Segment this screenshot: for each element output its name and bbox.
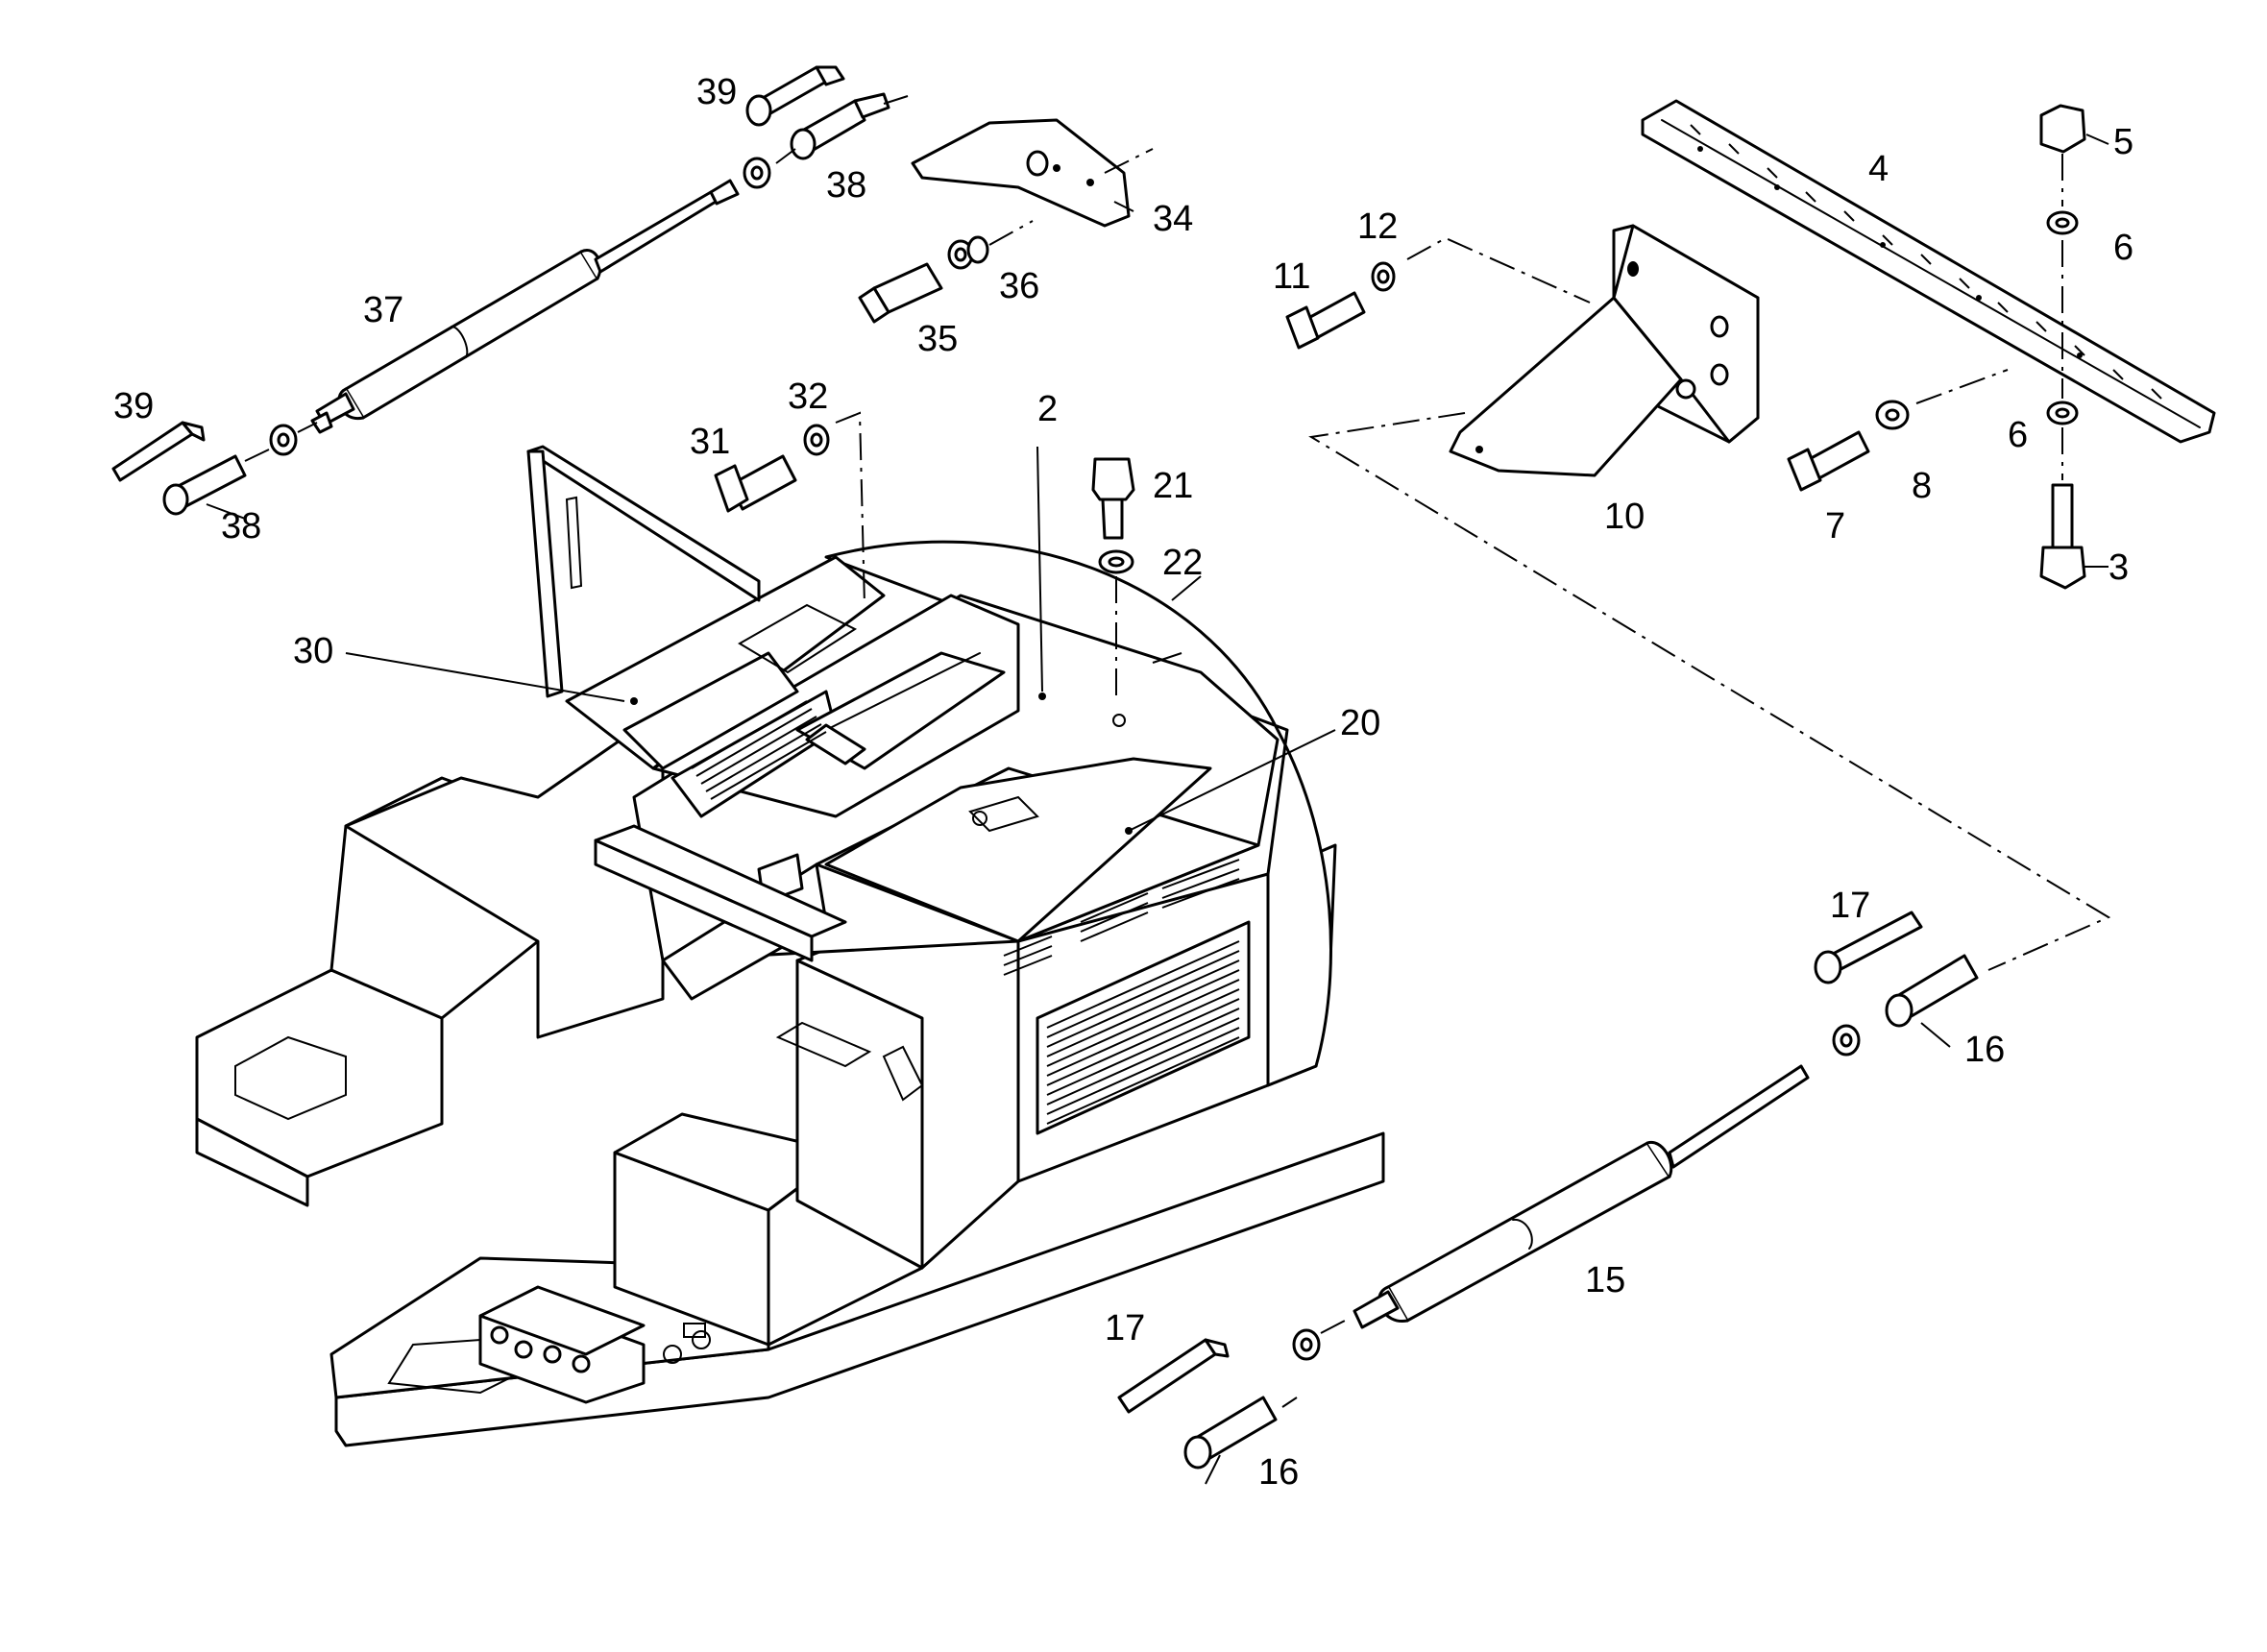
callout-12: 12 [1357, 206, 1398, 247]
callout-8: 8 [1912, 466, 1932, 506]
callout-39b: 39 [113, 386, 154, 426]
callout-17b: 17 [1105, 1308, 1145, 1348]
callout-36: 36 [999, 266, 1039, 306]
callout-7: 7 [1825, 506, 1845, 547]
callout-labels: 39 38 34 36 35 37 39 38 31 32 2 21 22 30… [113, 72, 2133, 1493]
callout-21: 21 [1153, 466, 1193, 506]
bolt-3-stack [2039, 104, 2086, 590]
callout-39a: 39 [696, 72, 737, 112]
callout-6b: 6 [2008, 415, 2028, 455]
rail-4 [1641, 99, 2216, 444]
callout-35: 35 [917, 319, 958, 359]
bolt-11 [1285, 236, 1591, 350]
gas-strut-lower [1117, 911, 1979, 1470]
callout-6a: 6 [2113, 228, 2133, 268]
callout-30: 30 [293, 631, 333, 671]
machine-body [195, 445, 1385, 1447]
leader-lines [206, 134, 2109, 1485]
bolt-31 [714, 411, 865, 606]
callout-16a: 16 [1964, 1030, 2005, 1070]
callout-10: 10 [1604, 497, 1645, 537]
callout-22: 22 [1162, 543, 1203, 583]
callout-20: 20 [1340, 703, 1380, 743]
bracket-34 [858, 118, 1154, 324]
callout-11: 11 [1273, 256, 1310, 297]
callout-4: 4 [1868, 149, 1889, 189]
callout-5: 5 [2113, 122, 2133, 162]
callout-17a: 17 [1830, 886, 1870, 926]
radiator-grille [1036, 920, 1251, 1135]
callout-3: 3 [2109, 547, 2129, 588]
callout-15: 15 [1585, 1260, 1625, 1300]
callout-2: 2 [1037, 389, 1058, 429]
callout-37: 37 [363, 290, 403, 330]
bracket-10 [1449, 224, 1760, 477]
gas-strut-upper [111, 65, 909, 516]
callout-31: 31 [690, 422, 730, 462]
perforated-vent [691, 700, 827, 800]
callout-16b: 16 [1258, 1452, 1299, 1493]
callout-38a: 38 [826, 165, 866, 206]
bolt-7 [1787, 369, 2009, 492]
callout-34: 34 [1153, 199, 1193, 239]
callout-38b: 38 [221, 506, 261, 547]
bolt-21 [1091, 457, 1135, 696]
callout-32: 32 [788, 377, 828, 417]
